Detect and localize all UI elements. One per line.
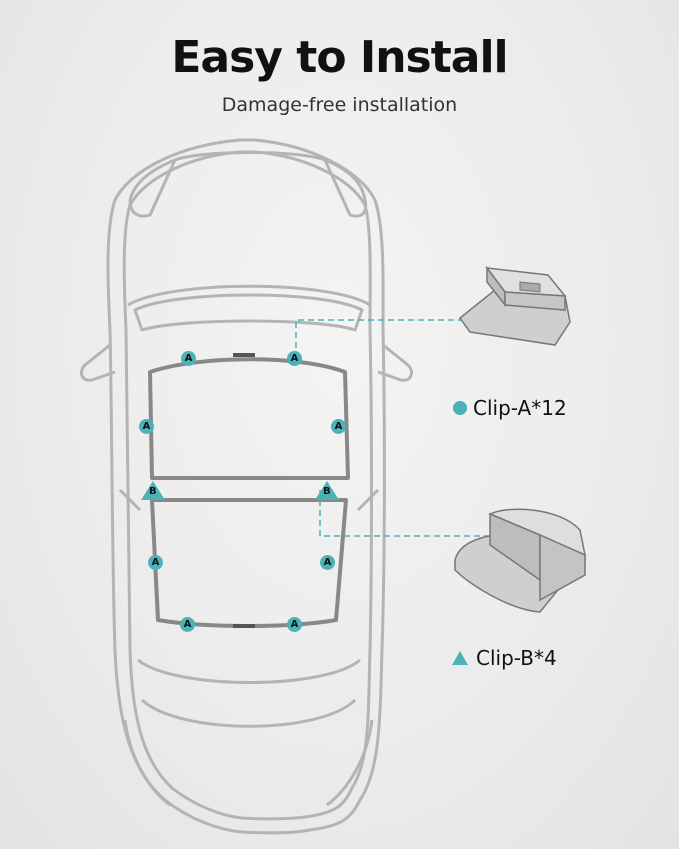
clip-a-marker: A xyxy=(287,617,302,632)
clip-a-label: Clip-A*12 xyxy=(473,396,567,420)
clip-b-image xyxy=(454,508,587,613)
roof-latch-front xyxy=(233,353,255,357)
clip-a-marker: A xyxy=(331,419,346,434)
clip-b-legend: Clip-B*4 xyxy=(452,646,557,670)
clip-b-marker: B xyxy=(141,481,165,500)
car-outline xyxy=(80,138,413,835)
page-title: Easy to Install xyxy=(171,32,508,83)
clip-a-image xyxy=(458,265,571,346)
clip-a-marker: A xyxy=(320,555,335,570)
roof-latch-rear xyxy=(233,624,255,628)
clip-a-legend: Clip-A*12 xyxy=(453,396,567,420)
leader-lines xyxy=(295,319,524,537)
clip-b-marker-label: B xyxy=(323,486,331,497)
clip-a-marker: A xyxy=(287,351,302,366)
clip-a-marker: A xyxy=(148,555,163,570)
clip-b-marker: B xyxy=(315,481,339,500)
clip-a-marker: A xyxy=(139,419,154,434)
clip-b-label: Clip-B*4 xyxy=(476,646,557,670)
clip-a-marker: A xyxy=(181,351,196,366)
clip-b-marker-label: B xyxy=(149,486,157,497)
page-subtitle: Damage-free installation xyxy=(221,94,458,116)
triangle-icon xyxy=(452,651,468,665)
clip-a-marker: A xyxy=(180,617,195,632)
circle-icon xyxy=(453,401,467,415)
